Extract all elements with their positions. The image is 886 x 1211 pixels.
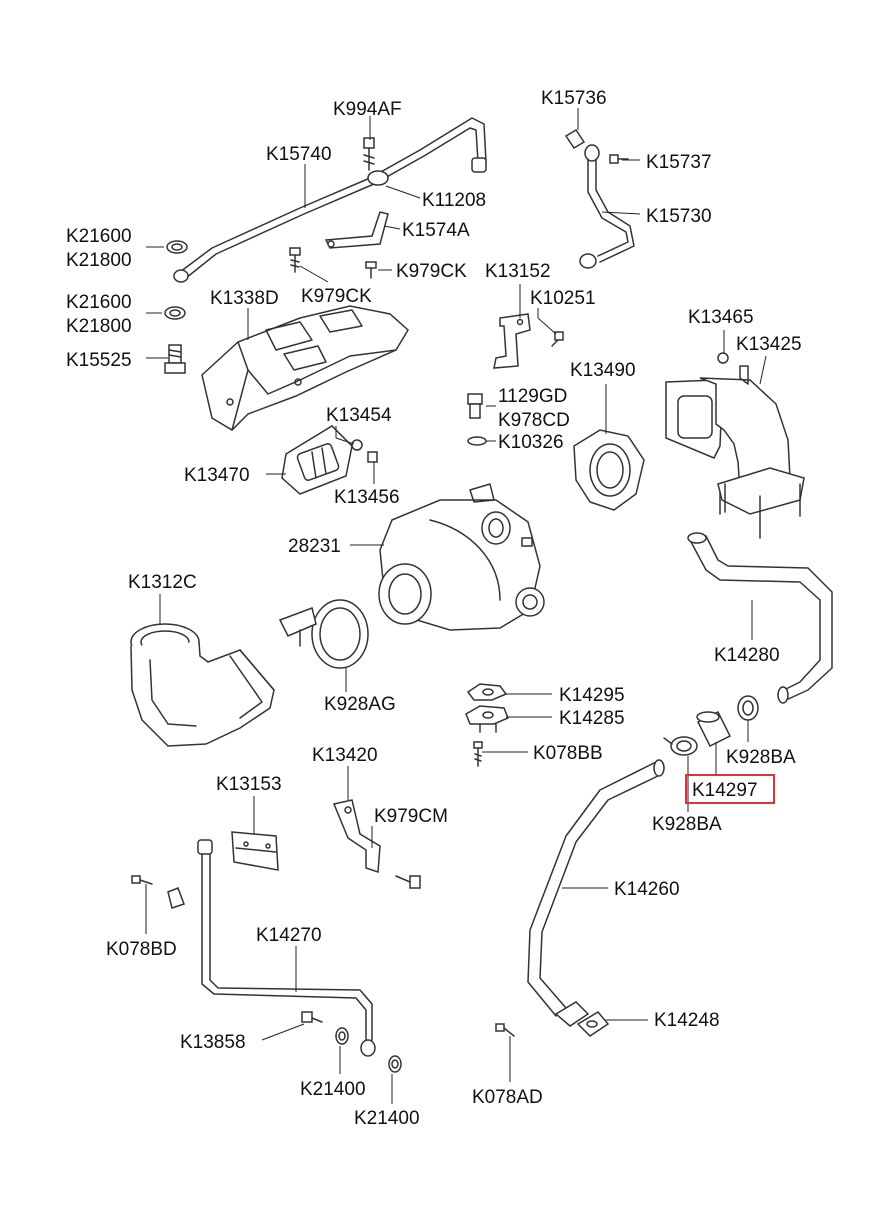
label-k21800-b: K21800 [66, 316, 132, 337]
banjo-bolt-k994af[interactable] [363, 137, 389, 186]
o-ring-k10326[interactable] [467, 436, 487, 446]
label-k928ag: K928AG [324, 694, 396, 715]
label-k15740: K15740 [266, 144, 332, 165]
nut-k13454[interactable] [351, 439, 363, 451]
label-k13465: K13465 [688, 307, 754, 328]
leader-lines [145, 108, 767, 1104]
label-k13470: K13470 [184, 465, 250, 486]
label-k978cd: K978CD [498, 410, 570, 431]
label-1129gd: 1129GD [498, 386, 567, 407]
bolt-k979ck-a[interactable] [289, 247, 301, 273]
highlight-box-k14297 [685, 774, 775, 804]
gasket-k13470[interactable] [281, 425, 353, 495]
bolt-k078ad[interactable] [495, 1023, 515, 1037]
label-k13858: K13858 [180, 1032, 246, 1053]
bolt-k15525[interactable] [164, 344, 186, 374]
clamp-k928ba-a[interactable] [737, 695, 759, 721]
bolt-k979ck-b[interactable] [365, 261, 377, 279]
clip-k078bd[interactable] [167, 887, 185, 909]
label-k928ba-a: K928BA [726, 747, 796, 768]
pipe-k14280[interactable] [687, 532, 833, 704]
label-k21600-b: K21600 [66, 292, 132, 313]
label-k15525: K15525 [66, 350, 132, 371]
label-k078bd: K078BD [106, 939, 177, 960]
label-k13152: K13152 [485, 261, 551, 282]
gasket-k13490[interactable] [573, 429, 645, 511]
label-k13454: K13454 [326, 405, 392, 426]
exhaust-elbow-k13425[interactable] [665, 365, 805, 539]
label-k15737: K15737 [646, 152, 712, 173]
hose-k14297[interactable] [696, 710, 732, 748]
bolt-1129gd[interactable] [467, 393, 483, 419]
nut-k13465[interactable] [717, 352, 729, 364]
label-k14248: K14248 [654, 1010, 720, 1031]
label-k928ba-b: K928BA [652, 814, 722, 835]
label-k14295: K14295 [559, 685, 625, 706]
label-k1338d: K1338D [210, 288, 279, 309]
washer-k21400-b[interactable] [388, 1055, 402, 1073]
heat-shield-k1338d[interactable] [201, 305, 409, 431]
pipe-k14260[interactable] [527, 759, 665, 1027]
label-k21600-a: K21600 [66, 226, 132, 247]
bolt-k078bd[interactable] [131, 875, 153, 885]
label-k13425: K13425 [736, 334, 802, 355]
flange-k14248[interactable] [576, 1011, 610, 1037]
elbow-k1312c[interactable] [130, 623, 275, 747]
bracket-k13420[interactable] [332, 799, 381, 874]
label-k21800-a: K21800 [66, 250, 132, 271]
label-k979cm: K979CM [374, 806, 448, 827]
gasket-k14295[interactable] [466, 683, 508, 701]
label-28231: 28231 [288, 536, 341, 557]
label-k21400-b: K21400 [354, 1108, 420, 1129]
label-k979ck-b: K979CK [396, 261, 467, 282]
label-k13490: K13490 [570, 360, 636, 381]
bracket-k13152[interactable] [493, 313, 531, 369]
bolt-k15737[interactable] [609, 154, 629, 164]
washer-k21600-a[interactable] [166, 240, 188, 254]
label-k994af: K994AF [333, 99, 402, 120]
label-k14260: K14260 [614, 879, 680, 900]
label-k078ad: K078AD [472, 1087, 543, 1108]
label-k21400-a: K21400 [300, 1079, 366, 1100]
label-k14280: K14280 [714, 645, 780, 666]
label-k15730: K15730 [646, 206, 712, 227]
washer-k21600-b[interactable] [164, 306, 186, 320]
turbocharger-28231[interactable] [378, 483, 545, 631]
bracket-k13153[interactable] [231, 831, 279, 871]
label-k14270: K14270 [256, 925, 322, 946]
label-k13153: K13153 [216, 774, 282, 795]
oil-return-pipe-k15730[interactable] [564, 128, 635, 269]
nut-k13456[interactable] [367, 451, 378, 463]
bolt-k078bb[interactable] [473, 741, 483, 767]
label-k14297[interactable]: K14297 [692, 780, 758, 801]
oil-feed-pipe-k15740[interactable] [173, 117, 487, 283]
label-k10326: K10326 [498, 432, 564, 453]
bolt-k979cm[interactable] [395, 875, 421, 889]
flange-k14285[interactable] [465, 705, 509, 733]
clamp-k928ba-b[interactable] [663, 736, 698, 756]
bracket-k1574a[interactable] [324, 211, 389, 249]
label-k1312c: K1312C [128, 572, 197, 593]
label-k1574a: K1574A [402, 220, 470, 241]
label-k15736: K15736 [541, 88, 607, 109]
label-k10251: K10251 [530, 288, 596, 309]
label-k979ck-a: K979CK [301, 286, 372, 307]
label-k13420: K13420 [312, 745, 378, 766]
clamp-k928ag[interactable] [278, 599, 369, 669]
label-k078bb: K078BB [533, 743, 603, 764]
label-k11208: K11208 [422, 190, 486, 211]
label-k14285: K14285 [559, 708, 625, 729]
label-k13456: K13456 [334, 487, 400, 508]
part-labels: K994AF K15740 K11208 K1574A K15736 K1573… [66, 88, 802, 1129]
bolt-k10251[interactable] [551, 331, 564, 347]
washer-k21400-a[interactable] [335, 1027, 349, 1045]
pipe-k14270[interactable] [197, 839, 376, 1057]
bolt-k13858[interactable] [301, 1011, 323, 1023]
